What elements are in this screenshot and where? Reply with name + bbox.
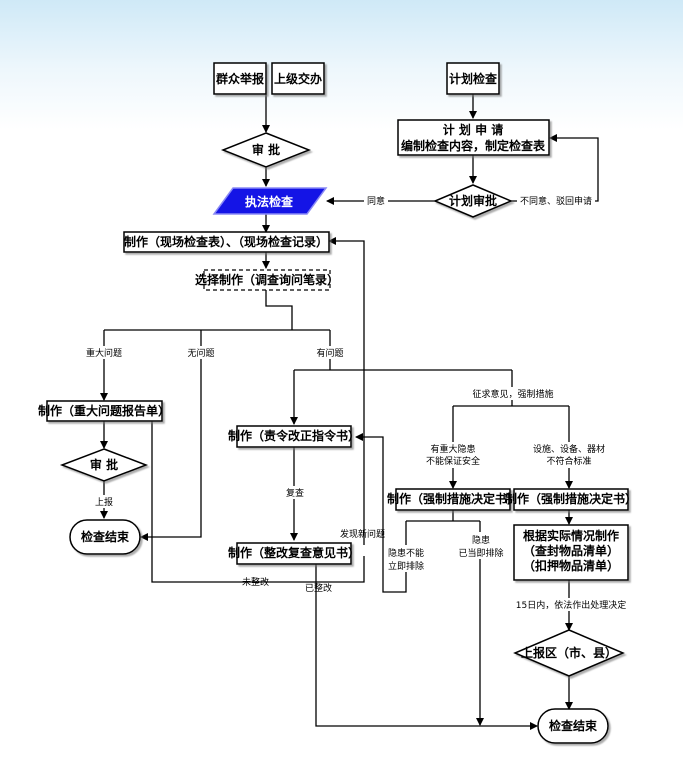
- edge-labels: 同意 不同意、驳回申请 重大问题 无问题 有问题 征求意见，强制措施 有重大隐患…: [84, 194, 626, 611]
- label-new-issue: 发现新问题: [340, 528, 385, 540]
- label-facility-2: 不符合标准: [546, 455, 591, 467]
- label-fifteen-days: 15日内，依法作出处理决定: [516, 599, 626, 611]
- svg-text:编制检查内容，制定检查表: 编制检查内容，制定检查表: [400, 138, 546, 153]
- svg-text:计 划 申 请: 计 划 申 请: [443, 122, 504, 137]
- svg-text:计划检查: 计划检查: [449, 71, 498, 86]
- edge-select-split: [265, 290, 293, 330]
- forced-measure-decision-right: 制作（强制措施决定书）: [505, 488, 637, 511]
- optional-inquiry-record-node: 选择制作（调查询问笔录）: [195, 269, 339, 291]
- plan-application-node: 计 划 申 请 编制检查内容，制定检查表: [397, 119, 550, 156]
- label-hazard-not-removed-2: 立即排除: [388, 560, 424, 572]
- svg-text:制作（整改复查意见书）: 制作（整改复查意见书）: [228, 545, 360, 560]
- svg-text:制作（现场检查表）、（现场检查记录）: 制作（现场检查表）、（现场检查记录）: [124, 234, 328, 249]
- svg-text:上报区（市、县）: 上报区（市、县）: [521, 645, 617, 660]
- label-major-hazard-2: 不能保证安全: [426, 455, 480, 467]
- label-disagree: 不同意、驳回申请: [520, 195, 592, 207]
- svg-text:审 批: 审 批: [90, 457, 118, 472]
- edge-no-issue: [140, 330, 202, 541]
- label-recheck: 复查: [286, 487, 304, 499]
- edge-new-issue-loop: [328, 237, 365, 545]
- label-major-hazard-1: 有重大隐患: [430, 443, 475, 455]
- label-major-issue: 重大问题: [86, 347, 122, 359]
- svg-text:选择制作（调查询问笔录）: 选择制作（调查询问笔录）: [195, 272, 339, 287]
- label-no-issue: 无问题: [187, 347, 214, 359]
- label-facility-1: 设施、设备、器材: [533, 443, 605, 455]
- label-report-up: 上报: [95, 496, 113, 508]
- svg-text:制作（责令改正指令书）: 制作（责令改正指令书）: [228, 428, 360, 443]
- inspection-end-left: 检查结束: [69, 519, 141, 555]
- svg-text:制作（强制措施决定书）: 制作（强制措施决定书）: [387, 491, 519, 506]
- onsite-record-node: 制作（现场检查表）、（现场检查记录）: [123, 231, 330, 253]
- svg-text:群众举报: 群众举报: [215, 71, 264, 86]
- approve-diamond-left: 审 批: [59, 448, 149, 482]
- svg-text:检查结束: 检查结束: [549, 718, 598, 733]
- svg-text:制作（强制措施决定书）: 制作（强制措施决定书）: [505, 491, 637, 506]
- law-enforcement-inspection-node: 执法检查: [212, 187, 328, 215]
- edge-rectified: [315, 564, 538, 730]
- public-report-node: 群众举报: [213, 62, 267, 95]
- svg-text:检查结束: 检查结束: [81, 529, 130, 544]
- label-hazard-removed-1: 隐患: [472, 534, 490, 546]
- inspection-end-bottom: 检查结束: [537, 708, 609, 744]
- superior-assign-node: 上级交办: [271, 62, 325, 95]
- svg-text:（查封物品清单）: （查封物品清单）: [523, 543, 619, 558]
- svg-text:计划审批: 计划审批: [449, 193, 497, 208]
- svg-text:根据实际情况制作: 根据实际情况制作: [523, 528, 619, 543]
- seizure-list-node: 根据实际情况制作 （查封物品清单） （扣押物品清单）: [513, 524, 629, 581]
- label-has-issue: 有问题: [316, 347, 343, 359]
- label-rectified: 已整改: [305, 582, 332, 594]
- label-hazard-not-removed-1: 隐患不能: [388, 547, 424, 559]
- svg-text:（扣押物品清单）: （扣押物品清单）: [523, 558, 619, 573]
- svg-text:制作（重大问题报告单）: 制作（重大问题报告单）: [38, 403, 170, 418]
- edge-unrectified: [151, 421, 365, 583]
- planned-inspection-node: 计划检查: [446, 62, 500, 95]
- major-issue-report-node: 制作（重大问题报告单）: [38, 400, 170, 422]
- svg-text:审 批: 审 批: [252, 142, 280, 157]
- forced-measure-decision-left: 制作（强制措施决定书）: [387, 488, 519, 511]
- svg-text:上级交办: 上级交办: [274, 71, 322, 86]
- label-solicit-opinion: 征求意见，强制措施: [472, 388, 553, 400]
- approve-diamond-top: 审 批: [220, 132, 312, 168]
- report-district-diamond: 上报区（市、县）: [513, 629, 625, 677]
- label-hazard-removed-2: 已当即排除: [458, 547, 503, 559]
- recheck-opinion-node: 制作（整改复查意见书）: [228, 542, 360, 565]
- svg-text:执法检查: 执法检查: [245, 194, 294, 209]
- label-agree: 同意: [367, 195, 385, 207]
- label-unrectified: 未整改: [242, 576, 269, 588]
- rectification-order-node: 制作（责令改正指令书）: [228, 425, 360, 448]
- plan-review-diamond: 计划审批: [433, 184, 513, 218]
- flow-edges: [100, 94, 599, 730]
